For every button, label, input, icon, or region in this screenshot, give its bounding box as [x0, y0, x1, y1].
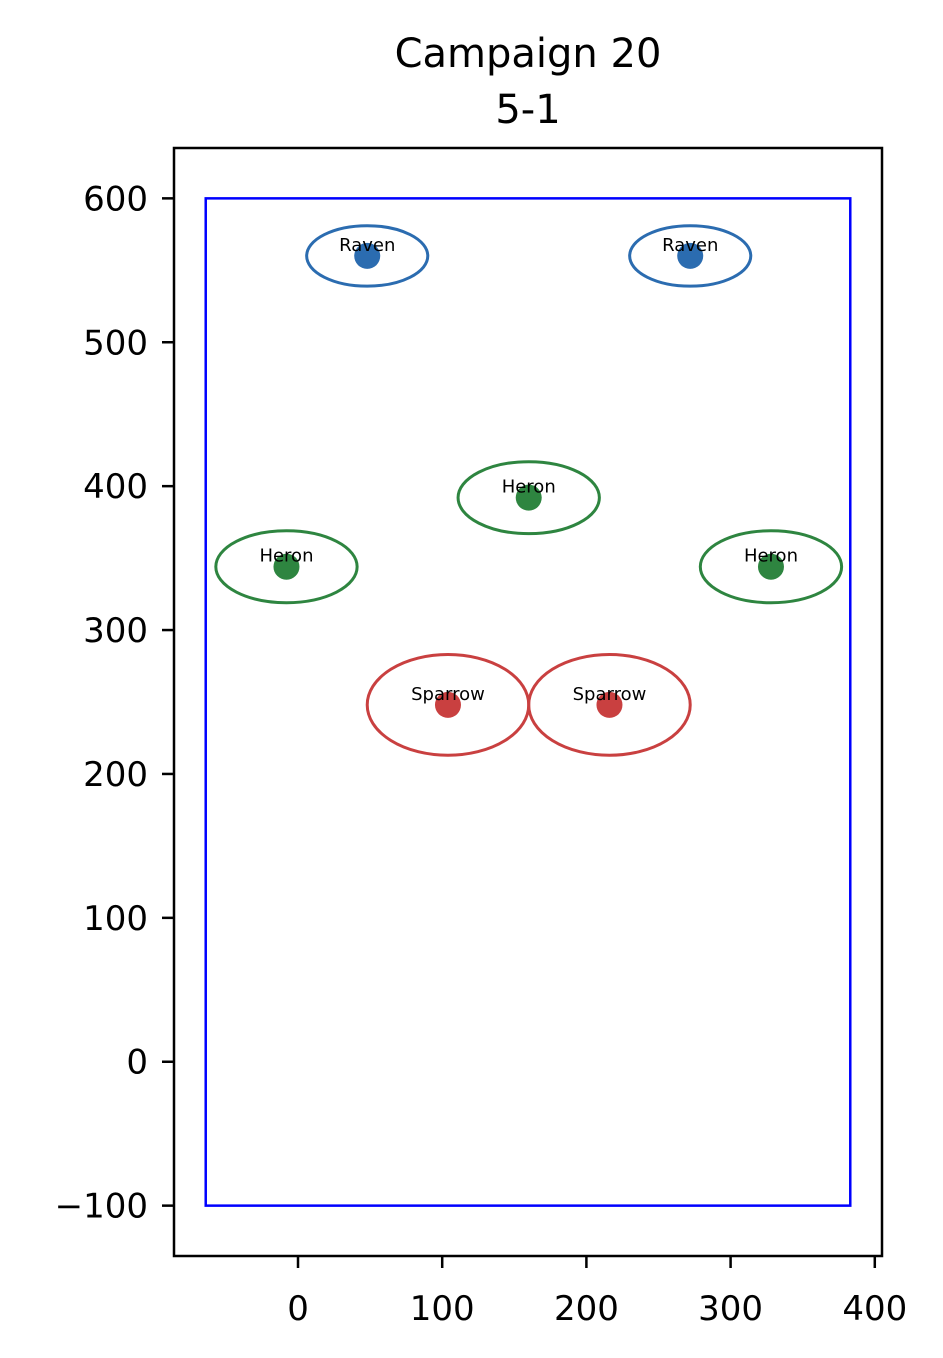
- y-tick-label-7: 600: [83, 179, 148, 219]
- point-label-6: Sparrow: [573, 684, 647, 705]
- range-ellipse-0: [305, 224, 430, 288]
- y-tick-label-1: 0: [126, 1043, 148, 1083]
- chart-title: Campaign 20: [395, 31, 662, 77]
- y-tick-label-0: −100: [55, 1187, 148, 1227]
- x-tick-label-3: 300: [698, 1289, 763, 1329]
- chart-subtitle: 5-1: [495, 87, 560, 133]
- boundary-rect: [204, 197, 852, 1207]
- data-point-2: [515, 484, 542, 511]
- y-axis: −100 0 100 200 300 400 500 600: [55, 179, 174, 1227]
- x-axis: 0 100 200 300 400: [287, 1256, 907, 1329]
- y-tick-label-3: 200: [83, 755, 148, 795]
- point-label-1: Raven: [662, 235, 718, 256]
- y-tick-label-4: 300: [83, 611, 148, 651]
- x-tick-label-2: 200: [554, 1289, 619, 1329]
- x-tick-label-0: 0: [287, 1289, 309, 1329]
- range-ellipse-6: [527, 653, 692, 757]
- point-label-0: Raven: [339, 235, 395, 256]
- plot-area-frame: [172, 146, 884, 1258]
- y-tick-label-6: 500: [83, 323, 148, 363]
- point-label-4: Heron: [744, 546, 798, 567]
- x-tick-label-4: 400: [842, 1289, 907, 1329]
- range-ellipse-4: [698, 529, 844, 605]
- range-ellipse-1: [628, 224, 753, 288]
- data-point-5: [434, 691, 461, 718]
- point-label-3: Heron: [259, 546, 313, 567]
- data-point-0: [354, 242, 381, 269]
- data-point-3: [273, 553, 300, 580]
- data-point-1: [677, 242, 704, 269]
- boundary-layer: [204, 197, 852, 1207]
- data-point-6: [596, 691, 623, 718]
- y-tick-label-2: 100: [83, 899, 148, 939]
- data-point-4: [757, 553, 784, 580]
- point-label-2: Heron: [502, 477, 556, 498]
- y-tick-label-5: 400: [83, 467, 148, 507]
- range-ellipse-3: [214, 529, 359, 605]
- point-label-5: Sparrow: [411, 684, 485, 705]
- x-tick-label-1: 100: [410, 1289, 475, 1329]
- range-ellipse-2: [456, 460, 601, 536]
